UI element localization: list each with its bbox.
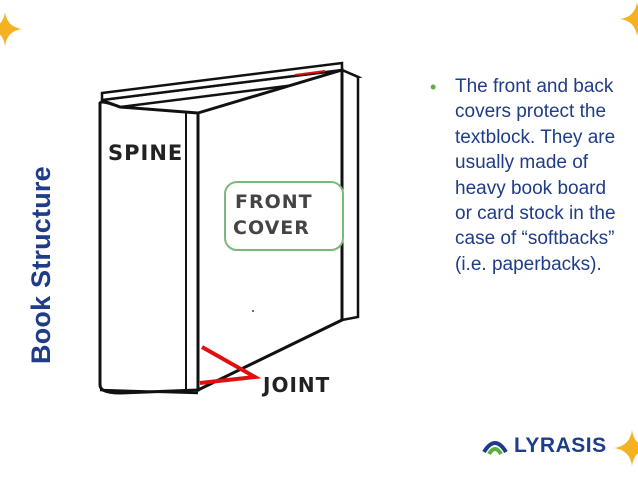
spine-label: SPINE (108, 141, 184, 165)
front-cover-label-line1: FRONT (235, 191, 313, 213)
bullet-icon: • (430, 77, 437, 97)
slide-title: Book Structure (26, 166, 56, 364)
lyrasis-logo: LYRASIS (480, 430, 606, 462)
star-icon-top-left (0, 12, 22, 46)
star-icon-top-right (620, 2, 638, 36)
bullet-text: The front and back covers protect the te… (455, 76, 616, 275)
logo-mark-icon (481, 433, 509, 461)
book-illustration (98, 61, 363, 395)
star-icon-bottom-right (614, 430, 638, 466)
front-cover-label-line2: COVER (233, 217, 310, 239)
logo-text: LYRASIS (514, 434, 607, 457)
joint-label: JOINT (263, 373, 331, 397)
